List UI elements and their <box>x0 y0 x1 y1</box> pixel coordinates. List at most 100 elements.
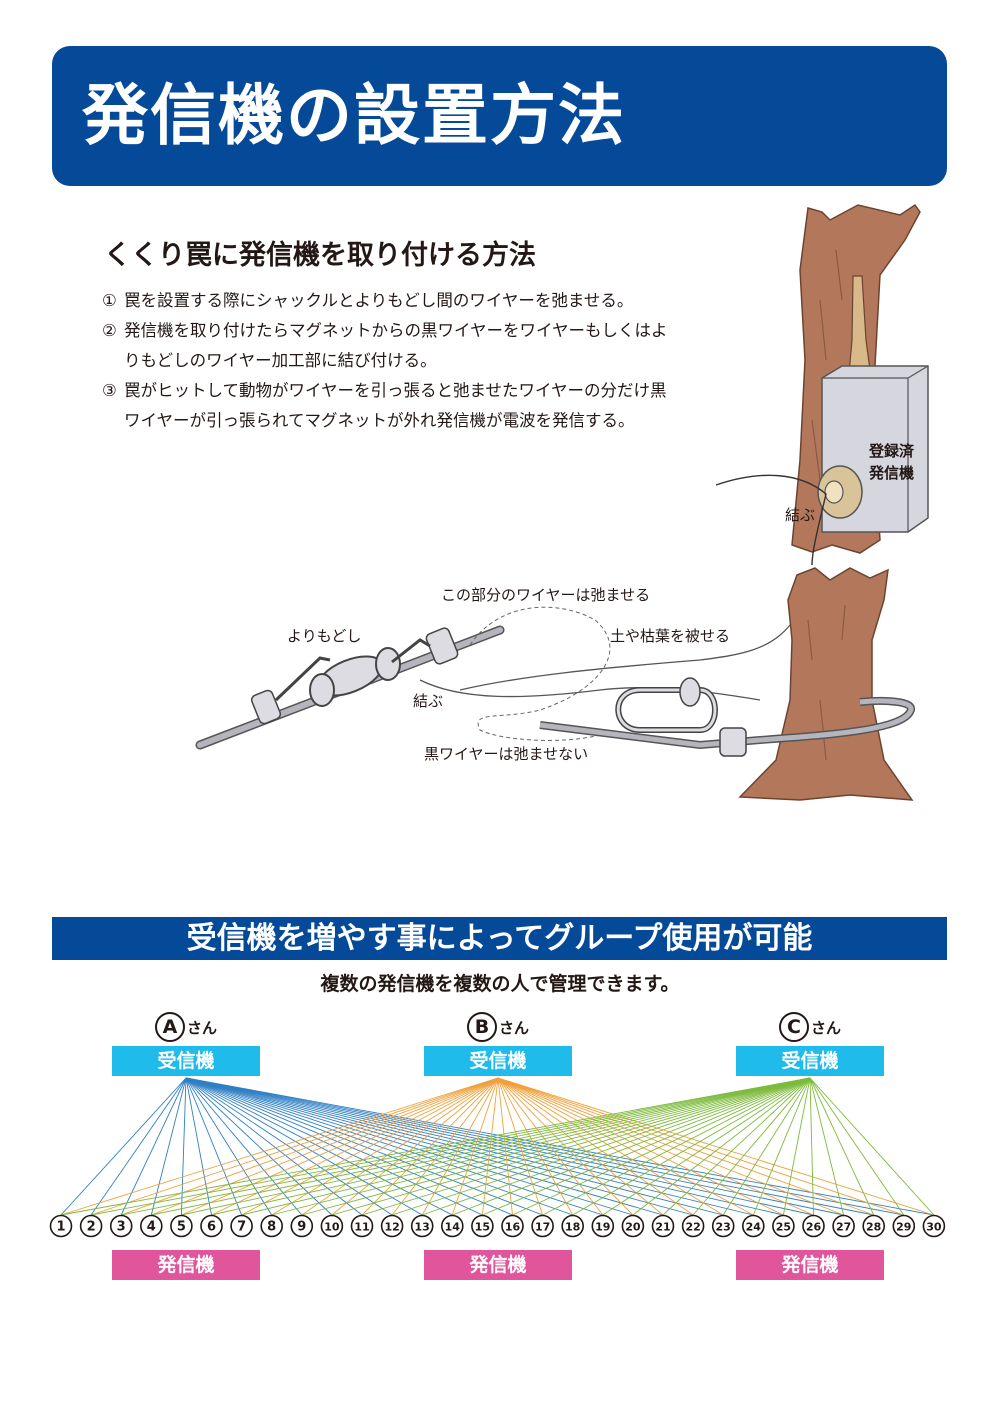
connection-line <box>391 1077 499 1216</box>
connection-line <box>497 1077 935 1216</box>
group-banner-text: 受信機を増やす事によってグループ使用が可能 <box>186 921 813 956</box>
connection-line <box>602 1077 811 1216</box>
knot-label-top: 結ぶ <box>785 506 816 524</box>
title-banner: 発信機の設置方法 <box>52 46 947 186</box>
group-subtitle: 複数の発信機を複数の人で管理できます。 <box>320 973 680 995</box>
connection-line <box>451 1077 499 1216</box>
section-heading: くくり罠に発信機を取り付ける方法 <box>104 240 536 271</box>
number-label: 23 <box>716 1221 731 1234</box>
connection-line <box>497 1077 844 1216</box>
connection-line <box>185 1077 212 1216</box>
connection-line <box>497 1077 694 1216</box>
person-suffix: さん <box>810 1018 841 1037</box>
person-letter: B <box>466 1012 497 1042</box>
number-circle <box>832 1214 855 1238</box>
transmitter-number: 19 <box>591 1214 615 1238</box>
number-label: 18 <box>565 1221 580 1234</box>
connection-line <box>361 1077 811 1216</box>
connection-line <box>482 1077 811 1216</box>
transmitter-number: 27 <box>832 1214 855 1238</box>
number-label: 7 <box>237 1220 246 1235</box>
connection-line <box>497 1077 664 1216</box>
number-circle <box>230 1214 253 1238</box>
connection-line <box>512 1077 811 1216</box>
transmitter-number: 28 <box>862 1214 886 1238</box>
number-label: 28 <box>866 1221 881 1234</box>
connection-line <box>497 1077 754 1216</box>
connection-line <box>722 1077 811 1216</box>
number-circle <box>802 1214 825 1238</box>
number-label: 4 <box>147 1220 156 1235</box>
connection-line <box>185 1077 694 1216</box>
trap-illustration <box>195 203 929 801</box>
cover-label: 土や枯葉を被せる <box>610 627 731 645</box>
connection-line <box>60 1077 499 1216</box>
transmitter-number: 20 <box>621 1214 645 1238</box>
number-label: 13 <box>415 1221 430 1234</box>
ferrule <box>719 727 747 757</box>
transmitter-number: 13 <box>410 1214 434 1238</box>
transmitter-number: 1 <box>49 1214 73 1238</box>
transmitter-number: 5 <box>170 1214 193 1238</box>
device-label-line1: 登録済 <box>869 442 915 460</box>
number-circle <box>711 1214 735 1238</box>
transmitter-number: 10 <box>320 1214 344 1238</box>
number-circle <box>892 1214 916 1238</box>
connection-line <box>497 1077 904 1216</box>
connection-line <box>90 1077 187 1216</box>
receiver-b: 受信機 <box>424 1046 572 1076</box>
number-circle <box>170 1214 193 1238</box>
connection-line <box>452 1077 811 1216</box>
number-circle <box>79 1214 103 1238</box>
connection-line <box>150 1077 187 1216</box>
connection-line <box>185 1077 603 1216</box>
person-suffix: さん <box>498 1018 529 1037</box>
connection-line <box>542 1077 811 1216</box>
number-circle <box>561 1214 585 1238</box>
number-label: 3 <box>117 1220 126 1235</box>
number-label: 11 <box>354 1221 369 1234</box>
transmitter-number: 15 <box>471 1214 494 1238</box>
number-circle <box>350 1214 374 1238</box>
connection-line <box>185 1077 934 1216</box>
transmitter-number: 21 <box>651 1214 675 1238</box>
connection-line <box>391 1077 811 1216</box>
connection-line <box>91 1077 811 1216</box>
number-label: 1 <box>56 1220 65 1235</box>
connection-line <box>185 1077 904 1216</box>
number-circle <box>380 1214 404 1238</box>
transmitter-number: 17 <box>531 1214 554 1238</box>
number-circle <box>741 1214 765 1238</box>
black-wire-top <box>715 474 827 566</box>
number-label: 26 <box>806 1221 822 1234</box>
slack-outline <box>469 606 611 741</box>
transmitter-group-b: 発信機 <box>424 1250 572 1280</box>
connection-line <box>185 1077 724 1216</box>
connection-line <box>809 1077 814 1216</box>
connection-line <box>632 1077 811 1216</box>
number-label: 22 <box>685 1221 700 1234</box>
connection-line <box>422 1077 811 1216</box>
number-label: 25 <box>776 1221 791 1234</box>
connection-line <box>151 1077 811 1216</box>
step-text: 発信機を取り付けたらマグネットからの黒ワイヤーをワイヤーもしくはよりもどしのワイ… <box>124 321 668 370</box>
transmitter-group-a: 発信機 <box>112 1250 260 1280</box>
connection-line <box>185 1077 513 1216</box>
connection-line <box>185 1077 573 1216</box>
step-1: ① 罠を設置する際にシャックルとよりもどし間のワイヤーを弛ませる。 <box>102 286 682 316</box>
transmitter-number: 22 <box>681 1214 705 1238</box>
connection-line <box>185 1077 363 1216</box>
number-label: 9 <box>297 1220 306 1235</box>
number-label: 16 <box>505 1221 521 1234</box>
number-label: 8 <box>267 1220 276 1235</box>
transmitter-number: 12 <box>380 1214 404 1238</box>
transmitter-number: 26 <box>802 1214 825 1238</box>
connection-line <box>809 1077 905 1216</box>
number-label: 30 <box>926 1221 942 1234</box>
connection-line <box>809 1077 845 1216</box>
connection-line <box>185 1077 243 1216</box>
